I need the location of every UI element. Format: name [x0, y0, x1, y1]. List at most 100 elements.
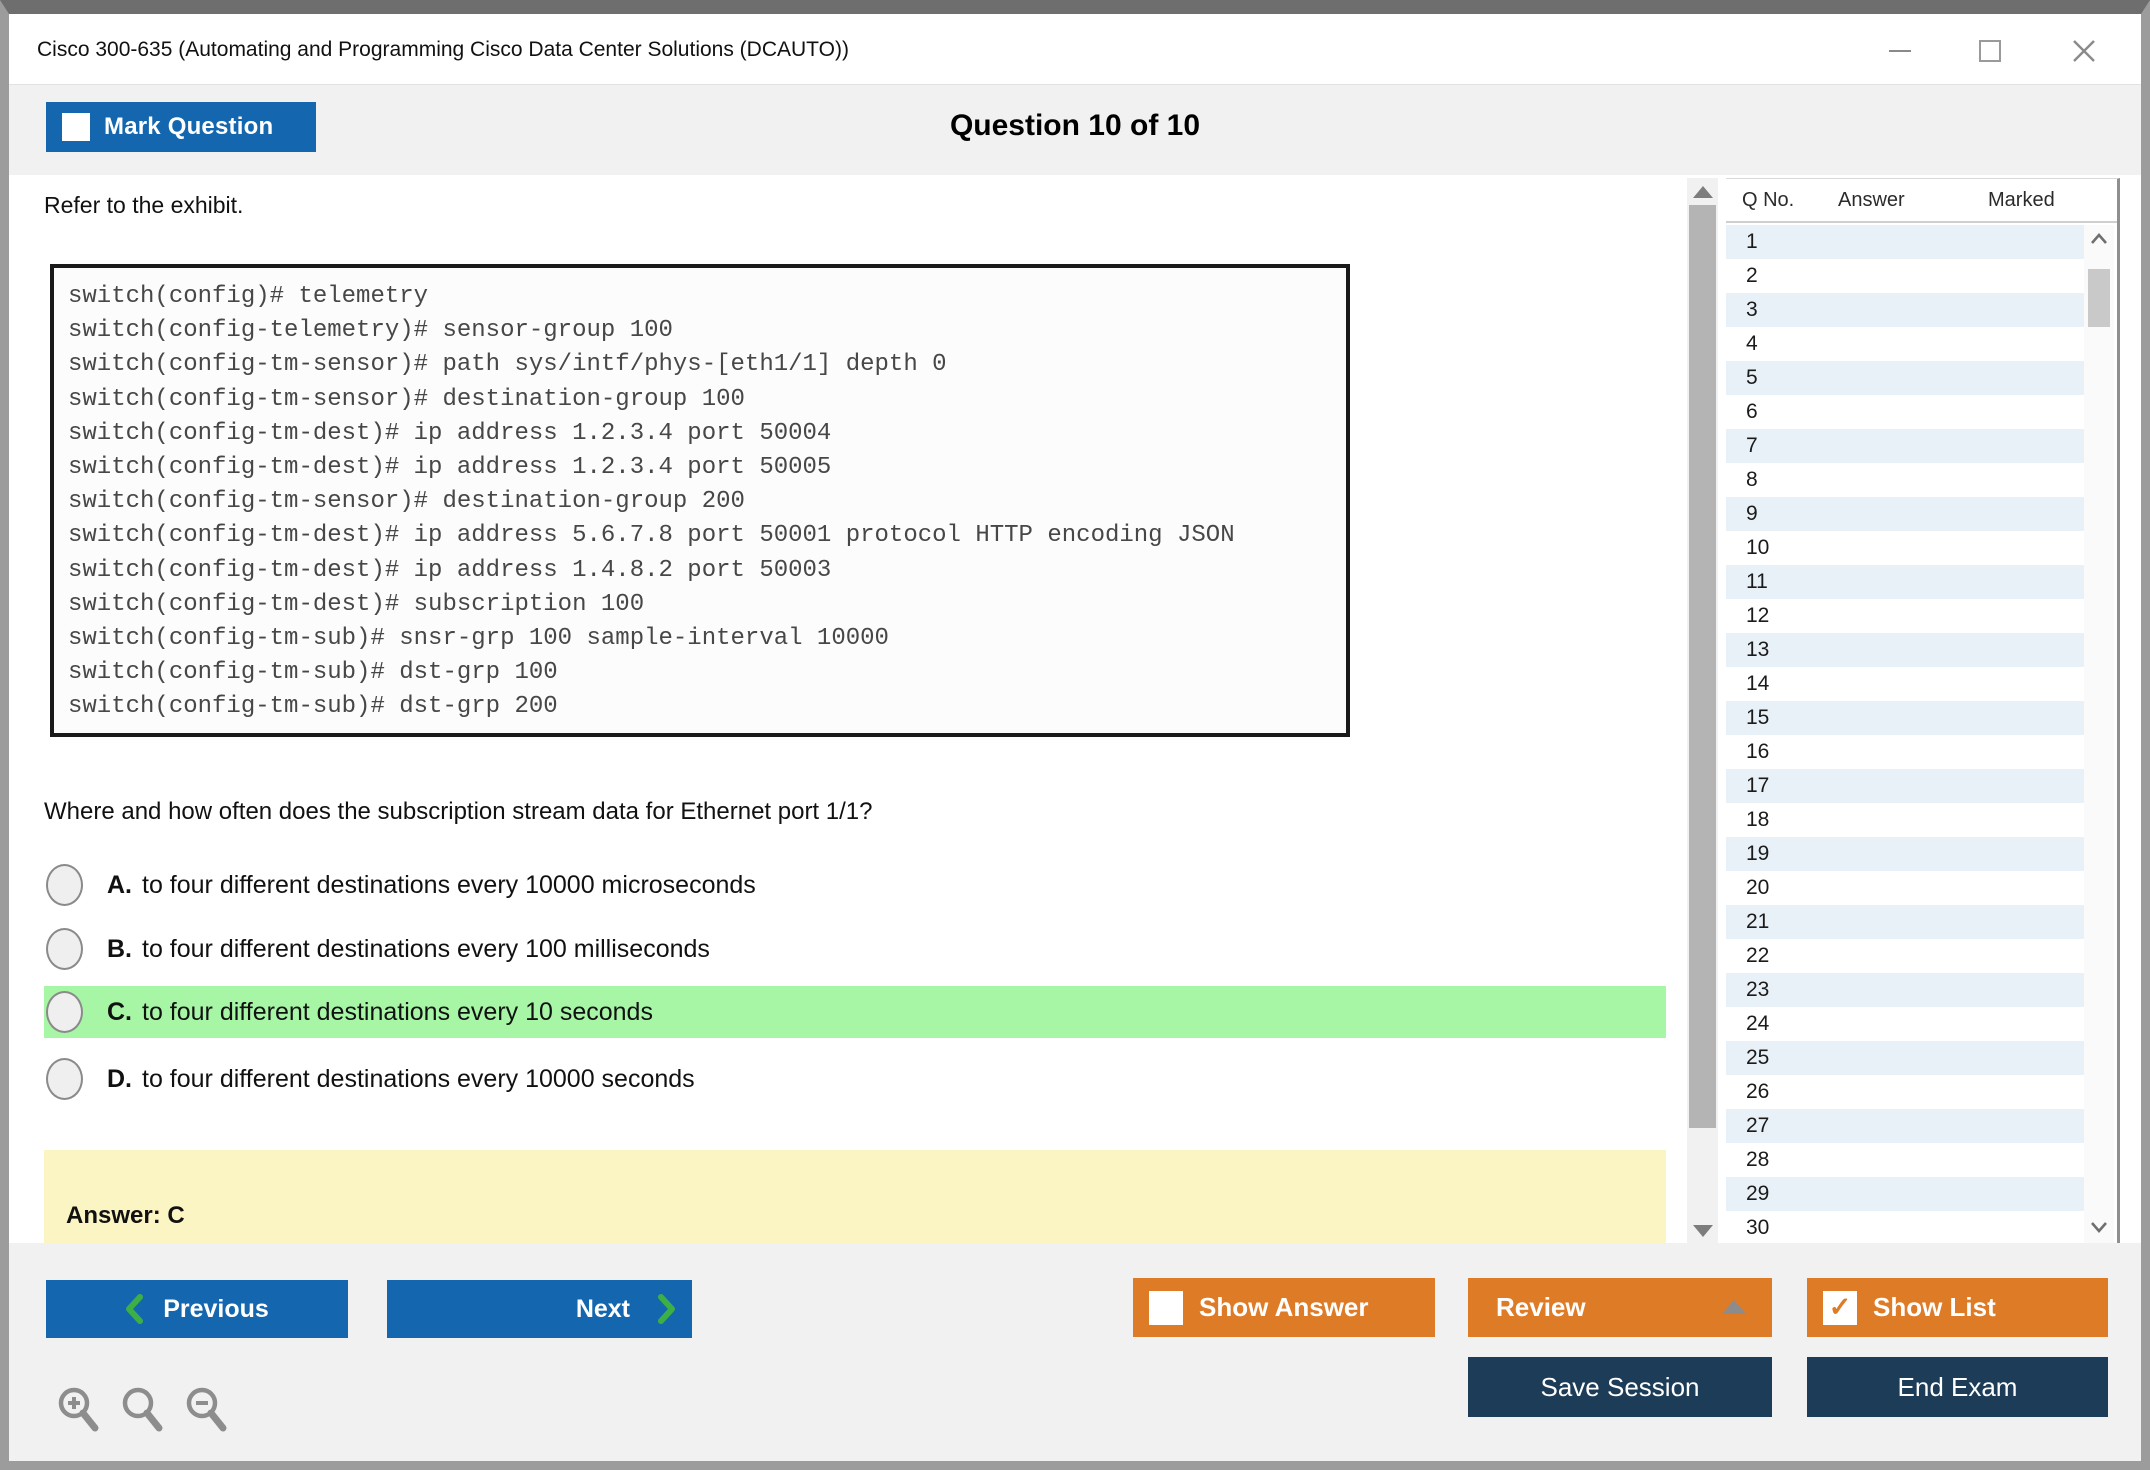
answer-option-row[interactable]: C. to four different destinations every … — [44, 986, 1666, 1038]
review-label: Review — [1496, 1292, 1586, 1322]
question-list-row[interactable]: 29 — [1726, 1177, 2084, 1211]
previous-button[interactable]: Previous — [46, 1280, 348, 1338]
review-button[interactable]: Review — [1468, 1278, 1772, 1337]
question-list-row[interactable]: 25 — [1726, 1041, 2084, 1075]
question-list-row[interactable]: 17 — [1726, 769, 2084, 803]
zoom-out-icon[interactable] — [183, 1385, 229, 1435]
answer-option-row[interactable]: D. to four different destinations every … — [44, 1050, 1666, 1108]
content-scrollbar-thumb[interactable] — [1689, 205, 1716, 1128]
radio-button-icon[interactable] — [46, 1058, 83, 1100]
question-list-row[interactable]: 5 — [1726, 361, 2084, 395]
close-icon — [2073, 40, 2095, 62]
question-list-scrollbar[interactable] — [2084, 225, 2114, 1243]
mark-question-button[interactable]: Mark Question — [46, 102, 316, 152]
option-letter: B. — [107, 934, 132, 963]
question-list-row[interactable]: 23 — [1726, 973, 2084, 1007]
question-list-row[interactable]: 28 — [1746, 1148, 1770, 1171]
exhibit-code-line: switch(config-tm-dest)# ip address 5.6.7… — [68, 522, 1235, 550]
question-list-row[interactable]: 21 — [1726, 905, 2084, 939]
radio-button-icon[interactable] — [46, 928, 83, 970]
exhibit-code-line: switch(config-tm-sensor)# destination-gr… — [68, 488, 745, 516]
scroll-up-arrow-icon[interactable] — [1693, 186, 1713, 198]
question-list-row[interactable]: 2 — [1746, 264, 1758, 287]
show-answer-button[interactable]: Show Answer — [1133, 1278, 1435, 1337]
question-list-row[interactable]: 30 — [1746, 1216, 1770, 1239]
exhibit-code-box: switch(config)# telemetry switch(config-t… — [50, 264, 1350, 737]
answer-option-row[interactable]: B. to four different destinations every … — [44, 920, 1666, 978]
option-letter: C. — [107, 997, 132, 1026]
answer-option-row[interactable]: A. to four different destinations every … — [44, 856, 1666, 914]
scroll-down-arrow-icon[interactable] — [1693, 1225, 1713, 1237]
question-list-row[interactable]: 9 — [1726, 497, 2084, 531]
answer-reveal-box: Answer: C — [44, 1150, 1666, 1248]
question-list-row[interactable]: 24 — [1746, 1012, 1770, 1035]
question-list-row[interactable]: 27 — [1726, 1109, 2084, 1143]
chevron-up-icon[interactable] — [2090, 233, 2108, 245]
question-list-row[interactable]: 16 — [1746, 740, 1770, 763]
question-list-row[interactable]: 26 — [1746, 1080, 1770, 1103]
answer-options: A. to four different destinations every … — [44, 856, 1666, 1114]
exhibit-code-line: switch(config)# telemetry — [68, 283, 429, 310]
question-list-row[interactable]: 13 — [1726, 633, 2084, 667]
end-exam-label: End Exam — [1897, 1371, 2018, 1402]
zoom-controls — [55, 1385, 229, 1435]
question-list-row[interactable]: 1 — [1726, 225, 2084, 259]
exhibit-code-line: switch(config-tm-dest)# ip address 1.4.8… — [68, 556, 832, 584]
question-list-row[interactable]: 11 — [1726, 565, 2084, 599]
show-answer-checkbox-icon[interactable] — [1149, 1290, 1183, 1325]
question-list-row[interactable]: 15 — [1726, 701, 2084, 735]
mark-question-label: Mark Question — [104, 113, 274, 140]
zoom-in-icon[interactable] — [55, 1385, 101, 1435]
option-letter: A. — [107, 870, 132, 899]
chevron-down-icon[interactable] — [2090, 1221, 2108, 1233]
toolbar: Previous Next Show — [9, 1243, 2141, 1461]
question-list-row[interactable]: 18 — [1746, 808, 1770, 831]
question-list-row[interactable]: 7 — [1726, 429, 2084, 463]
exhibit-code-line: switch(config-tm-sub)# snsr-grp 100 samp… — [68, 625, 889, 653]
question-list-row[interactable]: 8 — [1746, 468, 1758, 491]
previous-label: Previous — [163, 1294, 269, 1323]
correct-answer-label: Answer: C — [66, 1202, 185, 1229]
exhibit-reference-text: Refer to the exhibit. — [44, 192, 244, 218]
question-list-row[interactable]: 22 — [1746, 944, 1770, 967]
checkmark-icon: ✓ — [1828, 1292, 1852, 1322]
question-list-row[interactable]: 3 — [1726, 293, 2084, 327]
radio-button-icon[interactable] — [46, 864, 83, 906]
end-exam-button[interactable]: End Exam — [1807, 1357, 2108, 1417]
option-text: to four different destinations every 10 … — [142, 997, 653, 1026]
minimize-button[interactable] — [1878, 32, 1922, 70]
radio-button-icon[interactable] — [46, 991, 83, 1033]
content-scrollbar[interactable] — [1687, 178, 1718, 1245]
close-button[interactable] — [2062, 32, 2106, 70]
next-button[interactable]: Next — [387, 1280, 692, 1338]
question-list-scrollbar-thumb[interactable] — [2088, 269, 2110, 327]
exhibit-code-line: switch(config-tm-dest)# ip address 1.2.3… — [68, 419, 832, 447]
question-list-row[interactable]: 19 — [1726, 837, 2084, 871]
show-list-checkbox-icon[interactable]: ✓ — [1823, 1290, 1857, 1325]
question-list-row[interactable]: 20 — [1746, 876, 1770, 899]
exhibit-code-line: switch(config-tm-dest)# ip address 1.2.3… — [68, 454, 832, 482]
question-list-row[interactable]: 10 — [1746, 536, 1770, 559]
exhibit-code-line: switch(config-tm-sensor)# destination-gr… — [68, 385, 745, 413]
question-list-row[interactable]: 14 — [1746, 672, 1770, 695]
header-bar: Mark Question Question 10 of 10 — [9, 85, 2141, 175]
show-answer-label: Show Answer — [1199, 1292, 1369, 1322]
question-list-row[interactable]: 6 — [1746, 400, 1758, 423]
maximize-button[interactable] — [1968, 32, 2012, 70]
exhibit-code-line: switch(config-tm-sub)# dst-grp 200 — [68, 693, 558, 721]
save-session-button[interactable]: Save Session — [1468, 1357, 1772, 1417]
question-list-row[interactable]: 12 — [1746, 604, 1770, 627]
show-list-label: Show List — [1873, 1292, 1996, 1322]
show-list-button[interactable]: ✓ Show List — [1807, 1278, 2108, 1337]
titlebar: Cisco 300-635 (Automating and Programmin… — [9, 14, 2141, 85]
search-icon[interactable] — [119, 1385, 165, 1435]
question-list-row[interactable]: 4 — [1746, 332, 1758, 355]
chevron-right-icon — [658, 1294, 675, 1324]
column-marked: Marked — [1988, 189, 2055, 211]
exhibit-code-line: switch(config-tm-sensor)# path sys/intf/… — [68, 351, 947, 379]
column-answer: Answer — [1838, 189, 1905, 211]
option-text: to four different destinations every 100… — [142, 934, 710, 963]
mark-question-checkbox-icon[interactable] — [62, 113, 90, 141]
